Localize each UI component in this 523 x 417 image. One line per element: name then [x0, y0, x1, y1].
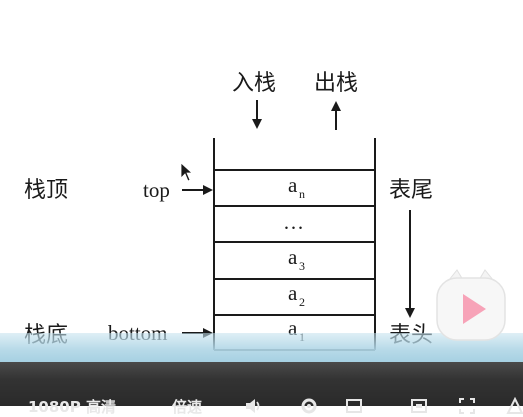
- settings-icon[interactable]: [300, 397, 318, 415]
- play-icon: [436, 269, 506, 341]
- fullscreen-window-icon[interactable]: [345, 397, 363, 415]
- volume-icon[interactable]: [244, 397, 262, 415]
- webpage-fullscreen-icon[interactable]: [410, 397, 428, 415]
- svg-text:a: a: [288, 281, 298, 305]
- svg-text:n: n: [299, 187, 305, 201]
- speed-button[interactable]: 倍速: [172, 398, 203, 416]
- more-icon[interactable]: [506, 397, 523, 415]
- svg-text:2: 2: [299, 295, 305, 309]
- stack-cell-a2: a 2: [288, 281, 305, 309]
- svg-text:…: …: [283, 210, 304, 234]
- stack-cell-a3: a 3: [288, 245, 305, 273]
- video-frame: 入栈 出栈 a n … a 3 a 2 a: [0, 71, 523, 416]
- svg-text:a: a: [288, 173, 298, 197]
- mouse-cursor-icon: [180, 162, 194, 182]
- push-label: 入栈: [232, 71, 276, 96]
- quality-button[interactable]: 1080P 高清: [28, 398, 116, 416]
- stack-top-label: 栈顶: [24, 178, 68, 203]
- svg-text:a: a: [288, 245, 298, 269]
- table-tail-label: 表尾: [389, 178, 433, 203]
- pop-label: 出栈: [314, 71, 358, 96]
- svg-text:3: 3: [299, 259, 305, 273]
- stack-cell-ellipsis: …: [283, 210, 304, 234]
- fullscreen-icon[interactable]: [458, 397, 476, 415]
- svg-text:a: a: [288, 316, 298, 340]
- play-badge[interactable]: [431, 266, 511, 346]
- stack-cell-an: a n: [288, 173, 305, 201]
- water-overlay: [0, 333, 523, 363]
- top-pointer-label: top: [143, 178, 170, 202]
- video-player-controls: 1080P 高清 倍速: [0, 362, 523, 416]
